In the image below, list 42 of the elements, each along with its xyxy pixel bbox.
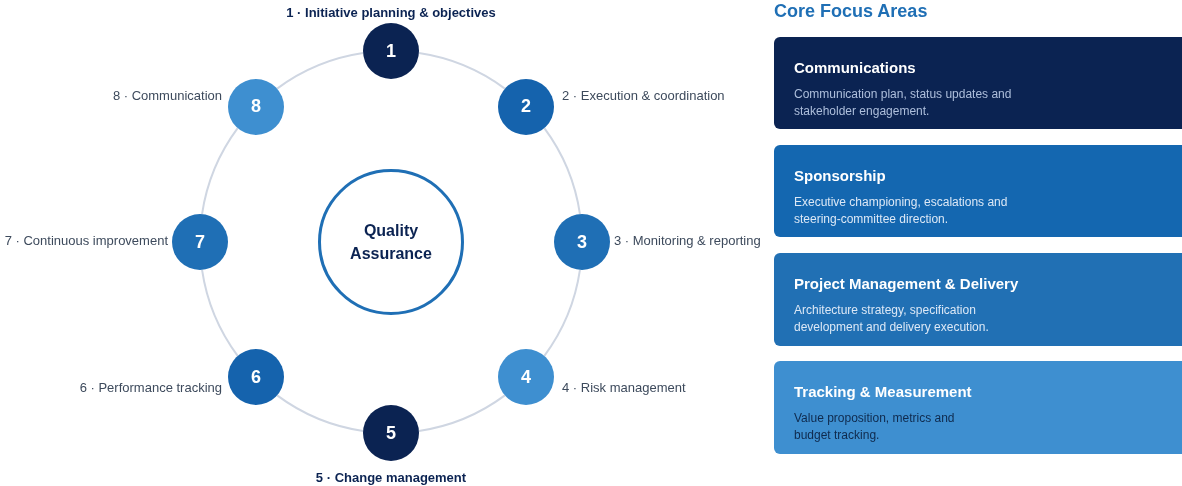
step-number: 3 bbox=[577, 231, 587, 253]
focus-card bbox=[774, 145, 1182, 237]
card-description: Executive championing, escalations and steering-committee direction. bbox=[794, 194, 1009, 228]
ring-arc bbox=[543, 127, 581, 216]
section-heading: Core Focus Areas bbox=[774, 1, 928, 22]
step-number: 5 bbox=[386, 422, 396, 444]
focus-card bbox=[774, 37, 1182, 129]
step-label: 3 · Monitoring & reporting bbox=[614, 233, 761, 249]
ring-arc bbox=[417, 52, 506, 90]
step-number: 7 bbox=[195, 231, 205, 253]
step-label: 7 · Continuous improvement bbox=[4, 233, 168, 249]
card-title: Tracking & Measurement bbox=[794, 383, 973, 400]
step-label: 8 · Communication bbox=[112, 88, 222, 104]
center-label: Quality Assurance bbox=[349, 220, 433, 264]
step-circle bbox=[172, 214, 228, 270]
step-number: 4 bbox=[521, 366, 532, 388]
step-number: 1 bbox=[386, 40, 396, 62]
ring-arc bbox=[201, 127, 239, 216]
ring-arc bbox=[276, 52, 365, 90]
step-circle bbox=[363, 405, 419, 461]
step-circle bbox=[554, 214, 610, 270]
step-number: 8 bbox=[250, 96, 261, 118]
step-label: 2 · Execution & coordination bbox=[562, 88, 725, 104]
focus-card bbox=[774, 253, 1182, 346]
step-label: 4 · Risk management bbox=[562, 380, 686, 396]
step-label: 1 · Initiative planning & objectives bbox=[286, 5, 496, 21]
step-number: 6 bbox=[250, 366, 261, 388]
step-label: 6 · Performance tracking bbox=[79, 380, 222, 396]
ring-arc bbox=[201, 268, 239, 357]
step-circle bbox=[363, 23, 419, 79]
focus-card bbox=[774, 361, 1182, 454]
step-number: 2 bbox=[521, 96, 532, 118]
step-label: 5 · Change management bbox=[315, 470, 467, 486]
ring-arc bbox=[276, 394, 365, 432]
ring-arc bbox=[417, 394, 506, 432]
card-description: Value proposition, metrics and budget tracking. bbox=[794, 410, 956, 444]
card-description: Communication plan, status updates and stakeholder engagement. bbox=[794, 86, 1013, 120]
card-title: Sponsorship bbox=[794, 167, 887, 184]
ring-arc bbox=[543, 268, 581, 357]
card-description: Architecture strategy, specification development and delivery execution. bbox=[794, 302, 990, 336]
card-title: Project Management & Delivery bbox=[794, 275, 1020, 292]
card-title: Communications bbox=[794, 59, 917, 76]
